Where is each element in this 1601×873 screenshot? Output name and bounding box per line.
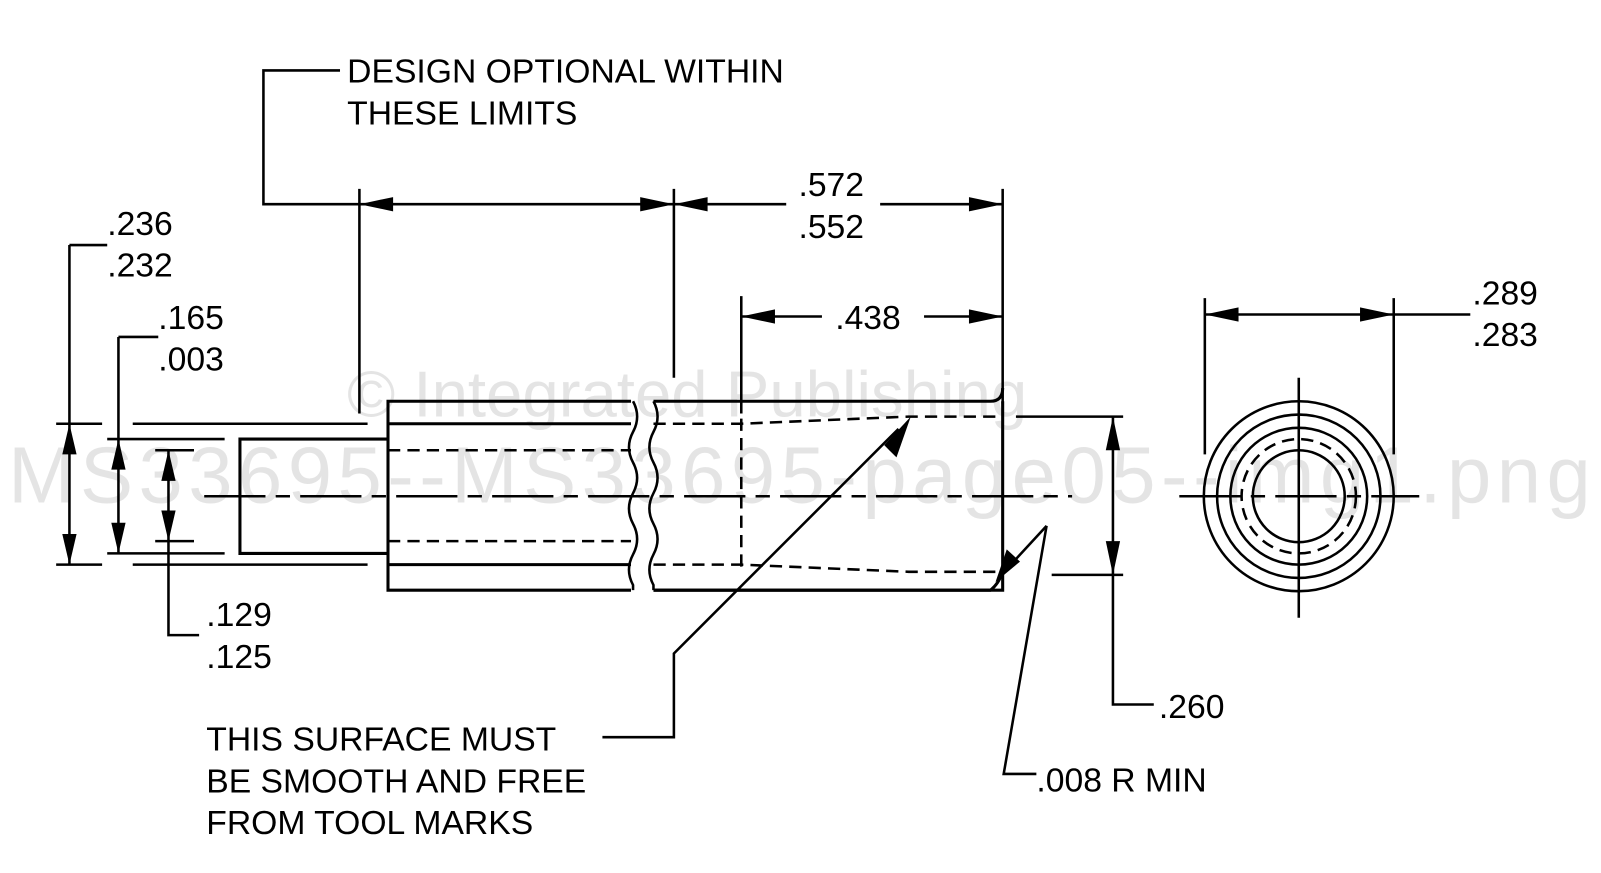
mouth-diameter-dimension: .260 bbox=[1015, 415, 1225, 726]
note-design-optional-2: THESE LIMITS bbox=[347, 96, 577, 133]
left-extension-lines bbox=[56, 422, 368, 566]
dim-165: .165 bbox=[158, 300, 224, 337]
watermark-line2: MS33695--MS33695-page05--img1.png bbox=[8, 430, 1591, 519]
dim-236: .236 bbox=[107, 206, 173, 243]
length-dimension: .572 .552 bbox=[673, 167, 1003, 246]
dim-260: .260 bbox=[1159, 689, 1225, 726]
note-design-optional-1: DESIGN OPTIONAL WITHIN bbox=[347, 54, 784, 91]
design-optional-dimension: DESIGN OPTIONAL WITHIN THESE LIMITS bbox=[262, 54, 1004, 414]
dim-289: .289 bbox=[1472, 275, 1538, 312]
note-surface-1: THIS SURFACE MUST bbox=[206, 721, 556, 758]
dim-232: .232 bbox=[107, 248, 173, 285]
taper-length-dimension: .438 bbox=[740, 296, 1003, 567]
dim-438: .438 bbox=[835, 300, 901, 337]
bore-dimension: .129 .125 bbox=[161, 450, 272, 676]
end-view: .289 .283 bbox=[1179, 275, 1538, 618]
radius-callout: .008 R MIN bbox=[995, 524, 1207, 799]
note-surface-3: FROM TOOL MARKS bbox=[206, 805, 533, 842]
watermark-line1: © Integrated Publishing bbox=[347, 358, 1027, 431]
dim-283: .283 bbox=[1472, 317, 1538, 354]
part-body bbox=[204, 387, 1073, 592]
dim-003: .003 bbox=[158, 342, 224, 379]
dim-552: .552 bbox=[798, 209, 864, 246]
surface-note: THIS SURFACE MUST BE SMOOTH AND FREE FRO… bbox=[206, 416, 911, 842]
note-surface-2: BE SMOOTH AND FREE bbox=[206, 763, 586, 800]
dim-572: .572 bbox=[798, 167, 864, 204]
outer-diameter-dimension: .236 .232 bbox=[62, 206, 173, 565]
dim-129: .129 bbox=[206, 597, 272, 634]
dim-radius: .008 R MIN bbox=[1036, 762, 1206, 799]
stub-dimension: .165 .003 bbox=[111, 300, 224, 554]
dim-125: .125 bbox=[206, 639, 272, 676]
